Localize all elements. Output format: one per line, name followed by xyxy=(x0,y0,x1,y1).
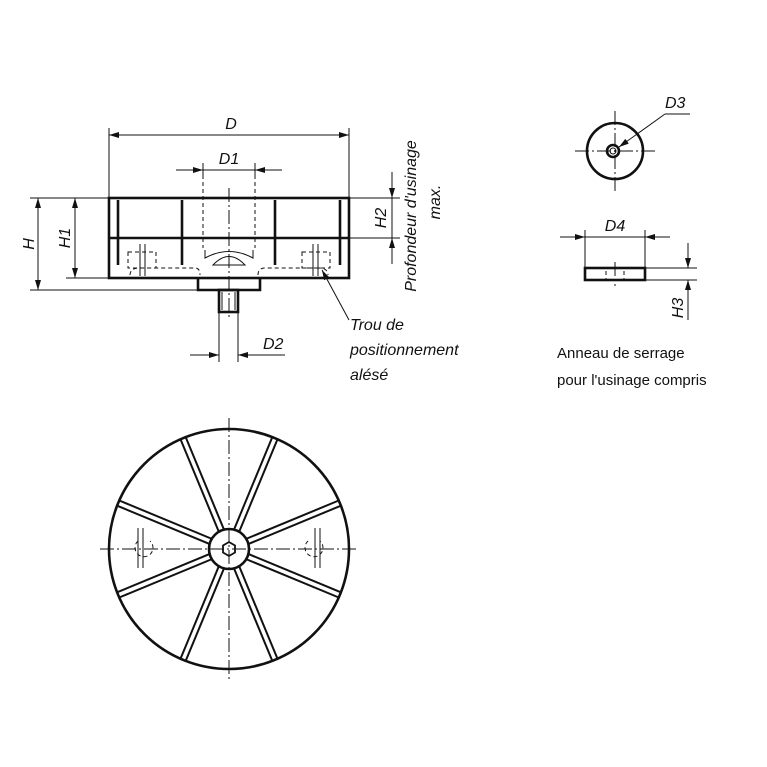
radial-slot-edge xyxy=(185,437,225,530)
screw-head xyxy=(211,256,247,266)
label-d3: D3 xyxy=(665,95,686,112)
radial-slots xyxy=(117,437,341,661)
radial-slot-edge xyxy=(233,568,273,661)
radial-slot-edge xyxy=(248,553,341,593)
locating-hole-left xyxy=(127,244,157,276)
dimension-d3 xyxy=(618,113,666,148)
caption-line-1: Anneau de serrage xyxy=(557,345,685,362)
radial-slot-edge xyxy=(119,558,212,599)
slots xyxy=(116,200,342,265)
radial-slot-edge xyxy=(246,499,339,540)
locating-hole-right xyxy=(301,244,331,276)
radial-slot-edge xyxy=(117,505,210,545)
label-d2: D2 xyxy=(263,336,284,353)
clamping-ring-side-view: D4 H3 xyxy=(560,218,697,320)
radial-slot-edge xyxy=(185,568,225,661)
radial-slot-edge xyxy=(238,566,279,659)
side-view: D D1 H H1 H2 Profondeur d'usinage max. D… xyxy=(21,116,459,384)
locating-hole-right-plan xyxy=(304,528,324,568)
radial-slot-edge xyxy=(117,553,210,593)
locating-hole-label-2: positionnement xyxy=(349,342,459,359)
radial-slot-edge xyxy=(248,505,341,545)
radial-slot-edge xyxy=(119,499,212,540)
machining-depth-max-label: max. xyxy=(427,185,444,220)
label-h3: H3 xyxy=(670,298,687,319)
radial-slot-edge xyxy=(179,566,220,659)
label-d: D xyxy=(225,116,237,133)
label-h2: H2 xyxy=(373,208,390,229)
label-d1: D1 xyxy=(219,151,239,168)
locating-hole-leader xyxy=(321,269,350,321)
clamping-ring-top-view: D3 xyxy=(575,95,690,191)
radial-slot-edge xyxy=(238,439,279,532)
locating-hole-label-1: Trou de xyxy=(350,317,404,334)
caption-line-2: pour l'usinage compris xyxy=(557,372,707,389)
locating-hole-label-3: alésé xyxy=(350,367,388,384)
locating-hole-left-plan xyxy=(134,528,154,568)
radial-slot-edge xyxy=(179,439,220,532)
radial-slot-edge xyxy=(246,558,339,599)
label-h: H xyxy=(21,238,38,250)
label-d4: D4 xyxy=(605,218,626,235)
label-h1: H1 xyxy=(57,228,74,248)
plan-view xyxy=(100,418,358,680)
machining-depth-label: Profondeur d'usinage xyxy=(403,140,420,292)
radial-slot-edge xyxy=(233,437,273,530)
